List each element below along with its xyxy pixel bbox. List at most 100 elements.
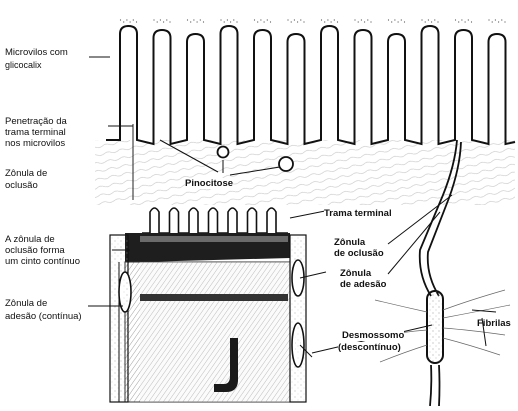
glycocalyx-dot [425,21,426,22]
glycocalyx-dot [495,19,496,20]
glycocalyx-dot [227,19,228,20]
label-penetration-line1: Penetração da [5,116,67,127]
glycocalyx-dot [203,21,204,22]
glycocalyx-dot [303,21,304,22]
glycocalyx-dot [334,19,335,20]
glycocalyx-dot [468,19,469,20]
glycocalyx-dot [337,21,338,22]
glycocalyx-dot [358,21,359,22]
glycocalyx-dot [492,21,493,22]
glycocalyx-dot [297,21,298,22]
glycocalyx-dot [504,21,505,22]
microvilli-outline [106,26,515,144]
glycocalyx-dot [123,21,124,22]
glycocalyx-dot [160,19,161,20]
glycocalyx-dot [324,21,325,22]
glycocalyx-dot [428,19,429,20]
glycocalyx-dot [501,19,502,20]
glycocalyx-dot [267,19,268,20]
pinocytosis-vesicle [279,157,293,171]
glycocalyx-dot [260,19,261,20]
label-pinocytosis: Pinocitose [185,178,233,189]
glycocalyx-dot [404,21,405,22]
glycocalyx-dot [354,19,355,20]
zonula-adherens-belt [140,294,288,301]
glycocalyx-dot [388,19,389,20]
glycocalyx-dot [398,21,399,22]
label-microvilli-line1: Microvilos com [5,47,68,58]
glycocalyx-dot [130,21,131,22]
glycocalyx-dot [233,19,234,20]
glycocalyx-dot [331,21,332,22]
glycocalyx-dot [169,21,170,22]
label-belt-line3: um cinto contínuo [5,256,80,267]
glycocalyx-dot [458,21,459,22]
glycocalyx-dot [361,19,362,20]
glycocalyx-dot [294,19,295,20]
label-microvilli-line2: glicocalix [5,60,42,71]
glycocalyx-dot [465,21,466,22]
glycocalyx-dot [498,21,499,22]
glycocalyx-dot [187,19,188,20]
glycocalyx-dot [120,19,121,20]
glycocalyx-dot [200,19,201,20]
glycocalyx-dot [461,19,462,20]
label-zonula-occludens-right-line1: Zônula [334,237,365,248]
glycocalyx-dot [327,19,328,20]
glycocalyx-dot [270,21,271,22]
glycocalyx-dot [367,19,368,20]
glycocalyx-dot [437,21,438,22]
label-zonula-occludens-line2: oclusão [5,180,38,191]
label-zonula-adherens-right-line1: Zônula [340,268,371,279]
glycocalyx-dot [421,19,422,20]
glycocalyx-dot [488,19,489,20]
glycocalyx-dot [230,21,231,22]
glycocalyx-dot [163,21,164,22]
glycocalyx-dot [300,19,301,20]
glycocalyx-dot [431,21,432,22]
glycocalyx-dot [197,21,198,22]
glycocalyx-dot [257,21,258,22]
label-belt-line1: A zônula de [5,234,55,245]
microvilli-row [106,19,515,144]
label-penetration-line3: nos microvilos [5,138,65,149]
glycocalyx-dot [193,19,194,20]
glycocalyx-dot [166,19,167,20]
label-penetration-line2: trama terminal [5,127,66,138]
glycocalyx-dot [471,21,472,22]
glycocalyx-dot [224,21,225,22]
pinocytosis-pit [218,147,229,158]
label-zonula-adherens-left-line1: Zônula de [5,298,47,309]
glycocalyx-dot [254,19,255,20]
label-desmosome-line1: Desmossomo [342,330,404,341]
glycocalyx-dot [157,21,158,22]
glycocalyx-dot [394,19,395,20]
label-zonula-occludens-line1: Zônula de [5,168,47,179]
glycocalyx-dot [136,21,137,22]
label-zonula-occludens-right-line2: de oclusão [334,248,384,259]
glycocalyx-dot [391,21,392,22]
glycocalyx-dot [236,21,237,22]
label-desmosome-line2: (descontínuo) [338,342,401,353]
glycocalyx-dot [133,19,134,20]
glycocalyx-dot [364,21,365,22]
label-fibrils: Fibrilas [477,318,511,329]
label-zonula-adherens-left-line2: adesão (contínua) [5,311,82,322]
glycocalyx-dot [321,19,322,20]
lateral-membrane-right-lower [430,365,440,406]
glycocalyx-dot [264,21,265,22]
glycocalyx-dot [287,19,288,20]
label-zonula-adherens-right-line2: de adesão [340,279,386,290]
glycocalyx-dot [153,19,154,20]
glycocalyx-dot [220,19,221,20]
label-terminal-web: Trama terminal [324,208,392,219]
label-belt-line2: oclusão forma [5,245,65,256]
glycocalyx-dot [455,19,456,20]
glycocalyx-dot [401,19,402,20]
glycocalyx-dot [434,19,435,20]
glycocalyx-dot [126,19,127,20]
glycocalyx-dot [291,21,292,22]
glycocalyx-dot [190,21,191,22]
